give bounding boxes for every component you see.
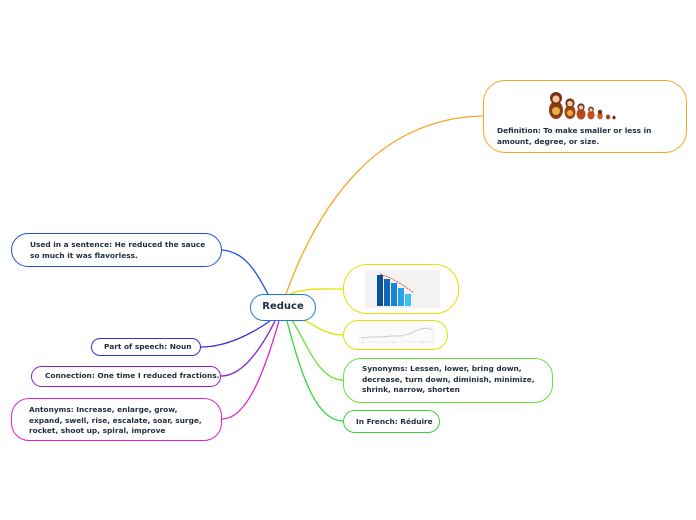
nesting-dolls-icon xyxy=(549,92,616,120)
synonyms-text: Synonyms: Lessen, lower, bring down, dec… xyxy=(362,364,535,395)
antonyms-node[interactable]: Antonyms: Increase, enlarge, grow, expan… xyxy=(11,398,222,441)
descending-bar-chart-thumbnail xyxy=(364,269,440,308)
link-part-of-speech xyxy=(200,320,271,348)
sentence-node[interactable]: Used in a sentence: He reduced the sauce… xyxy=(11,233,222,267)
link-antonyms xyxy=(221,320,280,420)
central-topic-label: Reduce xyxy=(262,301,304,313)
link-sentence xyxy=(221,249,269,295)
part-of-speech-text: Part of speech: Noun xyxy=(104,342,192,351)
connection-text: Connection: One time I reduced fractions… xyxy=(45,371,220,380)
antonyms-text: Antonyms: Increase, enlarge, grow, expan… xyxy=(29,405,202,436)
french-node[interactable]: In French: Réduire xyxy=(343,410,440,433)
link-chart-image xyxy=(289,288,344,295)
line-graph-thumbnail xyxy=(358,324,435,345)
french-text: In French: Réduire xyxy=(356,417,433,426)
part-of-speech-node[interactable]: Part of speech: Noun xyxy=(91,338,201,356)
connection-node[interactable]: Connection: One time I reduced fractions… xyxy=(31,366,221,387)
sentence-text: Used in a sentence: He reduced the sauce… xyxy=(30,240,206,260)
central-topic-reduce[interactable]: Reduce xyxy=(250,294,316,321)
link-definition xyxy=(285,115,484,295)
definition-node[interactable]: Definition: To make smaller or less in a… xyxy=(483,80,687,153)
definition-text: Definition: To make smaller or less in a… xyxy=(497,126,652,146)
link-synonyms xyxy=(291,319,344,381)
link-french xyxy=(286,320,344,422)
synonyms-node[interactable]: Synonyms: Lessen, lower, bring down, dec… xyxy=(343,358,553,403)
line-graph-image-node[interactable] xyxy=(343,320,448,350)
bar-chart-image-node[interactable] xyxy=(343,264,459,314)
link-connection xyxy=(220,320,276,377)
